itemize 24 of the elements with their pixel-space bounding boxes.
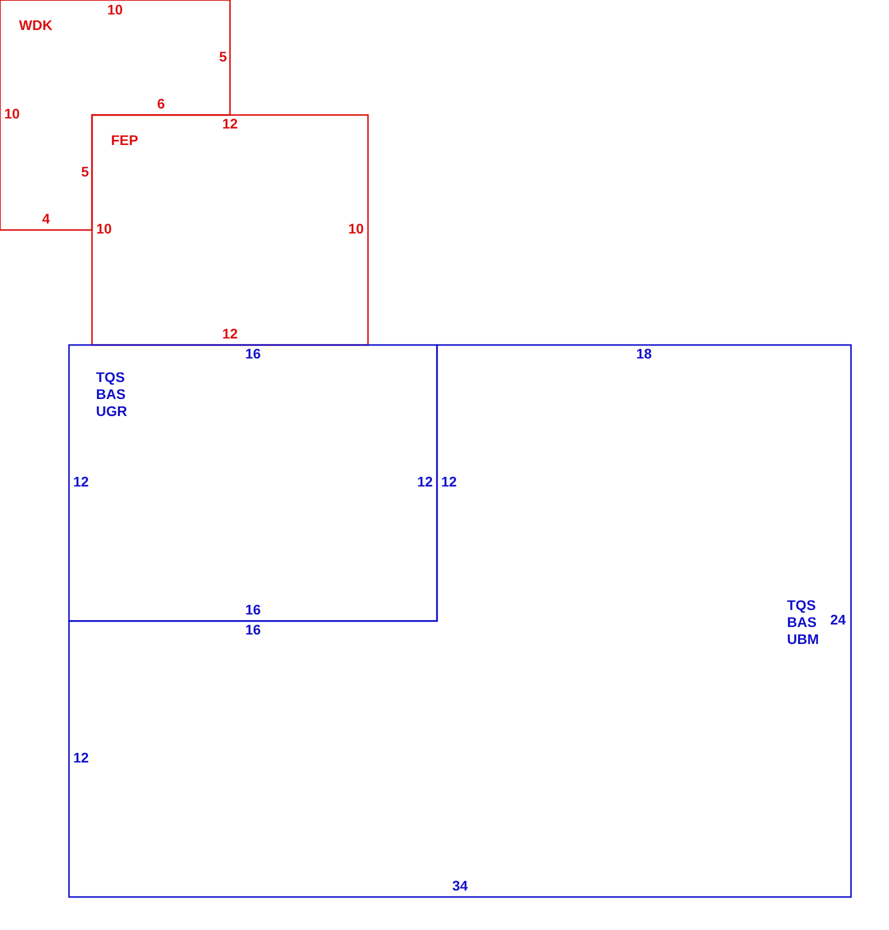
dimension-label: 10 [4, 106, 20, 122]
room-label: TQS BAS UBM [787, 597, 819, 648]
dimension-label: 10 [107, 2, 123, 18]
dimension-label: 10 [348, 222, 364, 236]
dimension-label: 12 [73, 474, 89, 490]
dimension-label: 16 [245, 622, 261, 638]
dimension-label: 4 [42, 212, 50, 226]
dimension-label: 5 [219, 50, 227, 64]
dimension-label: 16 [245, 346, 261, 362]
dimension-label: 18 [636, 346, 652, 362]
dimension-label: 12 [222, 116, 238, 132]
dimension-label: 12 [222, 326, 238, 342]
dimension-label: 12 [73, 750, 89, 766]
dimension-label: 12 [417, 474, 433, 490]
room-label: FEP [111, 132, 138, 149]
dimension-label: 24 [830, 612, 846, 628]
dimension-label: 34 [452, 878, 468, 894]
dimension-label: 10 [96, 222, 112, 236]
dimension-label: 12 [441, 474, 457, 490]
room-label: WDK [19, 17, 52, 34]
dimension-label: 5 [81, 164, 89, 180]
dimension-label: 6 [157, 96, 165, 112]
dimension-label: 16 [245, 602, 261, 618]
room-label: TQS BAS UGR [96, 369, 128, 420]
